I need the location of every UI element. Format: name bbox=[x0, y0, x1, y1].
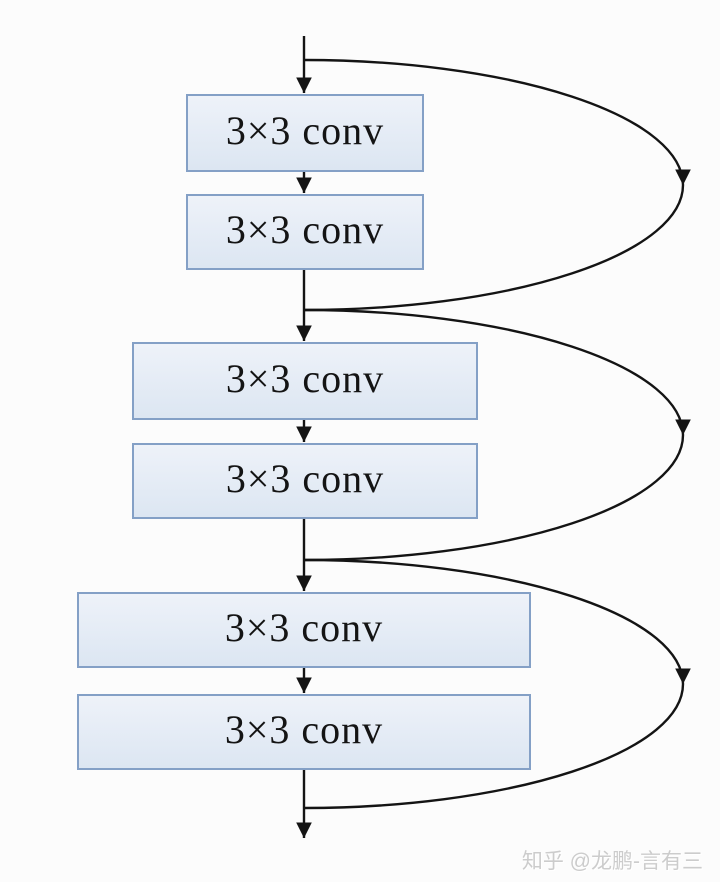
conv-layer-label-6: 3×3 conv bbox=[224, 707, 384, 752]
conv-layer-box-4: 3×3 conv bbox=[132, 443, 478, 519]
conv-layer-box-1: 3×3 conv bbox=[186, 94, 424, 172]
skip-connection-3 bbox=[303, 558, 691, 810]
conv-layer-box-6: 3×3 conv bbox=[77, 694, 531, 770]
conv-layer-label-1: 3×3 conv bbox=[225, 108, 385, 153]
skip-connection-2 bbox=[303, 308, 691, 562]
conv-layer-label-2: 3×3 conv bbox=[225, 207, 385, 252]
skip-connection-1 bbox=[303, 58, 691, 312]
conv-layer-label-5: 3×3 conv bbox=[224, 605, 384, 650]
conv-layer-box-2: 3×3 conv bbox=[186, 194, 424, 270]
conv-layer-box-3: 3×3 conv bbox=[132, 342, 478, 420]
conv-layer-label-3: 3×3 conv bbox=[225, 356, 385, 401]
conv-layer-box-5: 3×3 conv bbox=[77, 592, 531, 668]
conv-layer-label-4: 3×3 conv bbox=[225, 456, 385, 501]
watermark-text: 知乎 @龙鹏-言有三 bbox=[521, 850, 703, 873]
